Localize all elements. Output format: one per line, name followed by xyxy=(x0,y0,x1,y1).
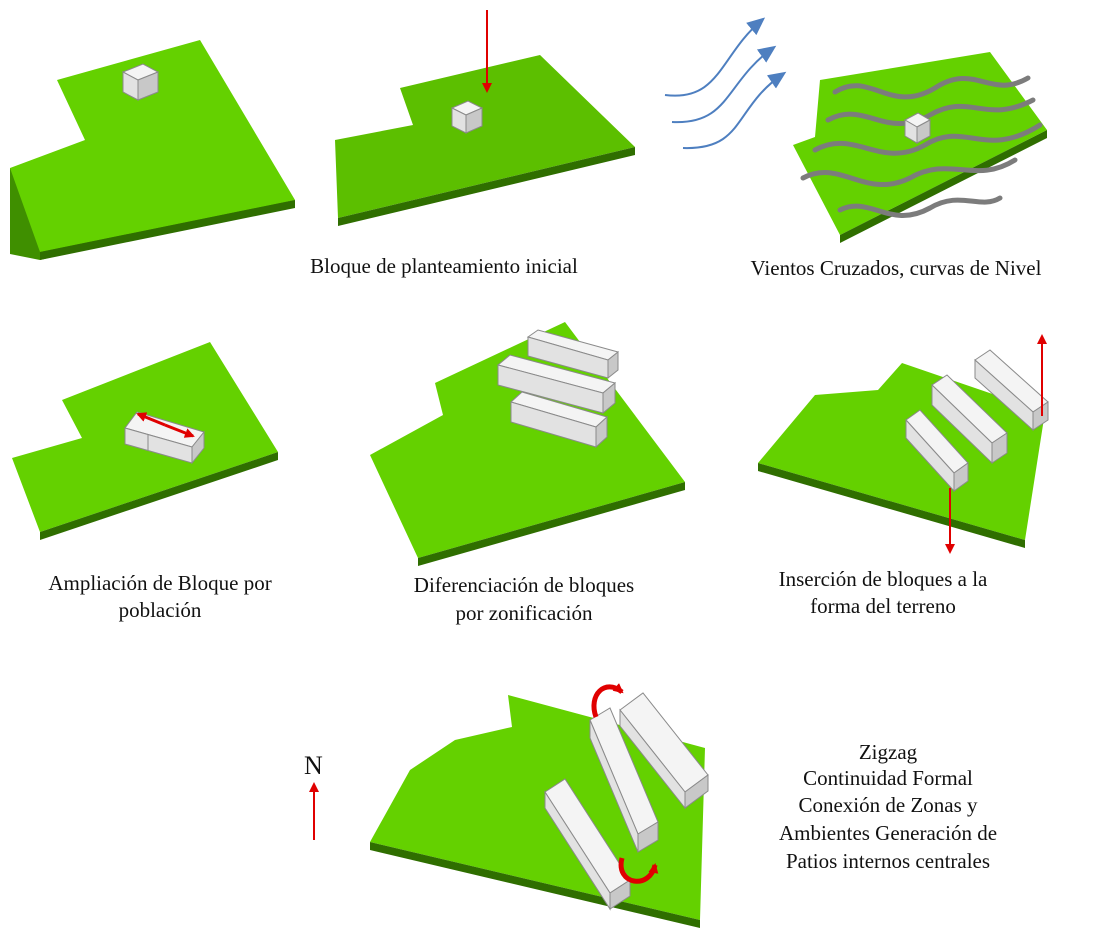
wind-arrow xyxy=(682,71,787,150)
initial-block xyxy=(450,100,484,134)
caption-differentiation-line1: Diferenciación de bloques xyxy=(413,573,635,597)
panel-block-expansion xyxy=(12,342,278,540)
zigzag-block-south xyxy=(544,778,631,911)
terrain-slab xyxy=(335,55,635,218)
initial-block xyxy=(121,63,160,101)
caption-differentiation-line2: por zonificación xyxy=(455,601,593,625)
wind-arrow xyxy=(671,45,777,124)
caption-insertion-line2: forma del terreno xyxy=(810,594,956,618)
terrain-aligned-block xyxy=(931,374,1008,465)
caption-initial-block: Bloque de planteamiento inicial xyxy=(310,254,578,278)
panel-block-differentiation xyxy=(370,322,685,566)
initial-block xyxy=(903,112,932,144)
north-label: N xyxy=(304,751,323,780)
panel-block-insertion xyxy=(758,334,1049,554)
terrain-slab xyxy=(370,322,685,558)
caption-insertion-line1: Inserción de bloques a la xyxy=(778,567,988,591)
expansion-arrow xyxy=(164,423,195,438)
wind-arrow xyxy=(664,17,766,97)
terrain-aligned-block xyxy=(974,349,1049,432)
caption-zigzag-line3: Conexión de Zonas y xyxy=(798,793,978,817)
terrain-front-edge xyxy=(40,200,295,260)
terrain-slab xyxy=(10,40,295,252)
caption-zigzag-line1: Zigzag xyxy=(858,740,918,764)
zoning-block-middle xyxy=(496,354,617,415)
panel-site-initial xyxy=(10,40,295,260)
caption-zigzag-line4: Ambientes Generación de xyxy=(778,821,998,845)
zigzag-block-middle xyxy=(589,707,659,853)
terrain-slab xyxy=(793,52,1047,235)
caption-cross-winds: Vientos Cruzados, curvas de Nivel xyxy=(750,256,1042,280)
zoning-block-north xyxy=(526,329,620,380)
terrain-front-edge xyxy=(418,482,685,566)
rotation-arrow xyxy=(591,683,624,718)
terrain-front-edge xyxy=(370,842,700,928)
caption-zigzag-line5: Patios internos centrales xyxy=(785,849,991,873)
panel-initial-block xyxy=(335,10,635,226)
expansion-arrow xyxy=(136,412,166,427)
contour-lines xyxy=(800,75,1043,218)
zoning-block-south xyxy=(510,391,608,449)
panel-cross-winds xyxy=(664,17,1047,243)
terrain-front-edge xyxy=(40,452,278,540)
caption-expansion-line2: población xyxy=(118,598,202,622)
terrain-front-edge xyxy=(758,463,1025,548)
panel-zigzag xyxy=(309,683,709,928)
caption-expansion-line1: Ampliación de Bloque por xyxy=(48,571,272,595)
terrain-aligned-block xyxy=(905,409,969,493)
terrain-front-edge xyxy=(338,147,635,226)
rotation-arrow xyxy=(618,857,659,884)
zigzag-block-north xyxy=(619,692,709,810)
caption-zigzag-line2: Continuidad Formal xyxy=(803,766,973,790)
